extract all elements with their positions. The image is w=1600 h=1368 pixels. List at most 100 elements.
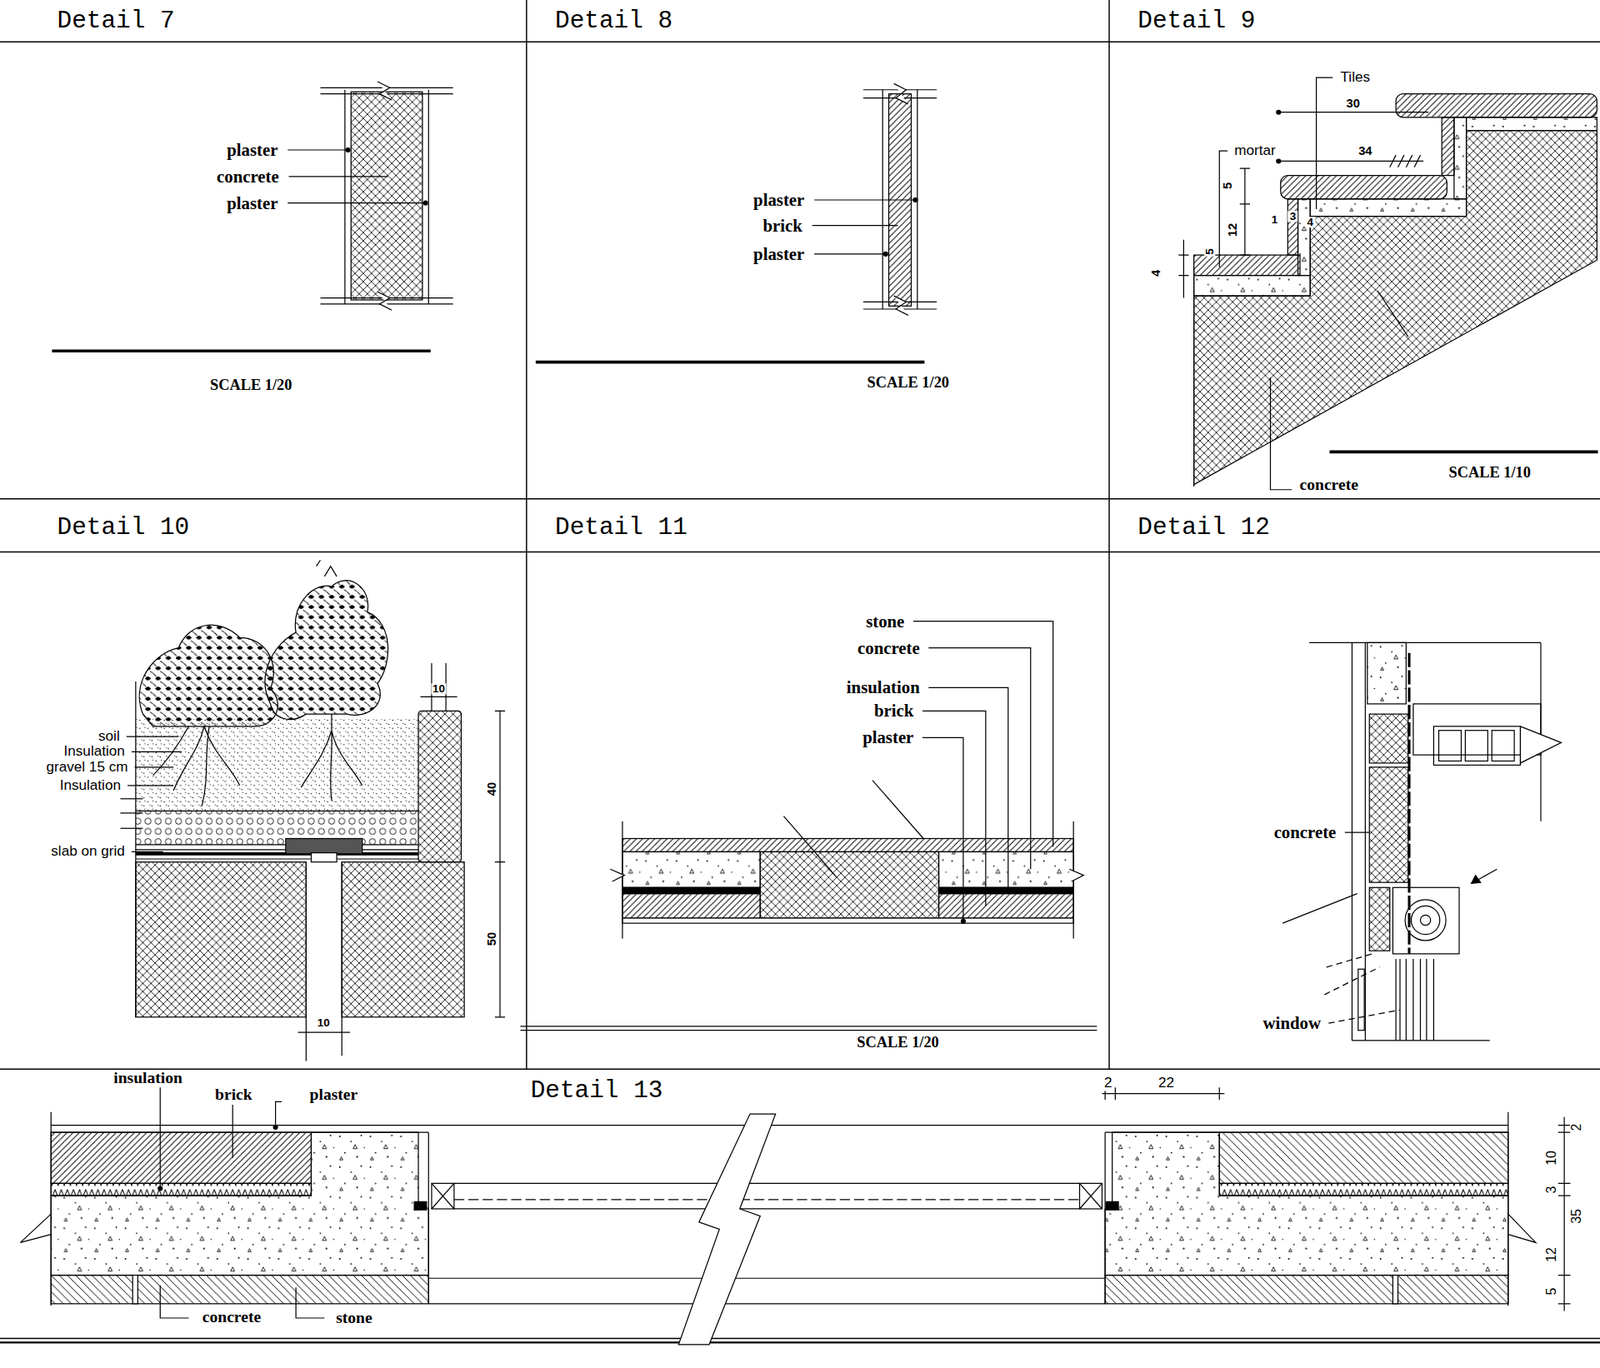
window-head-section [1282, 642, 1561, 1041]
line-art-circle [1410, 905, 1440, 935]
material-label: Tiles [1339, 70, 1373, 85]
line-art-rect [50, 1183, 311, 1196]
line-art-path [1558, 1125, 1571, 1305]
material-label: concrete [1272, 824, 1339, 842]
line-art-line [428, 1303, 1105, 1305]
material-label: window [1261, 1015, 1323, 1033]
line-art-circle [883, 251, 888, 256]
line-art-line [232, 1105, 234, 1159]
detail-title: Detail 11 [555, 515, 688, 542]
dimension-text: 5 [1545, 1286, 1559, 1298]
line-art-line [131, 851, 164, 853]
line-art-rect [1466, 117, 1598, 131]
line-art-path [1178, 255, 1189, 275]
line-art-line [1183, 240, 1185, 299]
line-art-line [0, 1068, 1600, 1070]
line-art-line [783, 816, 837, 878]
material-label: plaster [751, 191, 806, 210]
line-art-path [894, 83, 909, 104]
line-art-rect [1454, 117, 1467, 200]
detail-title: Detail 13 [530, 1078, 664, 1105]
line-art-line [0, 498, 1600, 500]
line-art-line [298, 1032, 350, 1034]
line-art-line [814, 199, 915, 200]
line-art-polyline [928, 648, 1030, 870]
line-art-path [377, 81, 392, 100]
line-art-rect [622, 851, 760, 888]
line-art-polyline [160, 1285, 189, 1319]
line-art-rect [1491, 730, 1515, 762]
material-label: concrete [855, 639, 922, 657]
line-art-rect [1219, 1183, 1509, 1196]
layer-label: gravel 15 cm [44, 760, 130, 775]
line-art-rect [1392, 1275, 1398, 1305]
line-art-polyline [928, 687, 1009, 890]
line-art-path [1471, 875, 1481, 885]
window-sill-section [20, 1087, 1570, 1345]
line-art-line [0, 1341, 1600, 1344]
line-art-line [135, 844, 419, 845]
line-art-rect [1369, 887, 1390, 951]
detail-title: Detail 12 [1137, 515, 1270, 542]
line-art-rect [1369, 714, 1409, 764]
line-art-rect [414, 1201, 427, 1210]
dimension-text: 35 [1570, 1207, 1584, 1226]
dimension-text: 2 [1102, 1076, 1115, 1091]
line-art-path [1240, 168, 1250, 255]
detail-title: Detail 9 [1137, 8, 1255, 35]
line-art-path [153, 726, 240, 807]
dimension-text: 22 [1156, 1076, 1176, 1091]
material-label: concrete [200, 1309, 263, 1326]
line-art-line [287, 149, 348, 150]
line-art-line [535, 360, 925, 365]
line-art-rect [1080, 1183, 1103, 1210]
line-art-line [520, 1025, 1097, 1027]
line-art-polygon [50, 1132, 429, 1275]
line-art-line [1101, 1093, 1225, 1095]
line-art-line [1507, 1112, 1509, 1307]
detail-title: Detail 10 [57, 515, 190, 542]
line-art-line [0, 1338, 1600, 1340]
line-art-line [1326, 954, 1373, 968]
line-art-polyline [913, 621, 1054, 848]
line-art-line [1108, 0, 1110, 1070]
line-art-line [420, 696, 457, 698]
line-art-rect [939, 851, 1075, 888]
line-art-line [135, 681, 136, 1018]
line-art-circle [423, 200, 428, 205]
material-label: plaster [308, 1086, 360, 1104]
scale-note: SCALE 1/20 [855, 1035, 940, 1050]
line-art-rect [1280, 175, 1448, 200]
stair-section [1178, 77, 1598, 490]
line-art-line [135, 849, 419, 850]
line-art-rect [1310, 199, 1466, 217]
line-art-line [305, 862, 307, 1057]
line-art-line [50, 1112, 52, 1307]
line-art-line [120, 798, 143, 800]
line-art-line [1471, 869, 1498, 884]
line-art-line [131, 751, 182, 753]
line-art-rect [135, 862, 306, 1018]
line-art-line [120, 828, 143, 830]
line-art-rect [50, 1132, 311, 1184]
line-art-path [20, 1214, 51, 1243]
material-label: brick [872, 702, 915, 720]
line-art-rect [1392, 887, 1460, 955]
planter-section [120, 560, 505, 1061]
line-art-rect [135, 810, 419, 845]
dimension-text: 4 [1305, 216, 1315, 228]
line-art-line [287, 202, 425, 204]
material-label: concrete [215, 167, 281, 185]
line-art-rect [310, 853, 337, 863]
material-label: plaster [225, 141, 280, 160]
line-art-line [1309, 642, 1541, 644]
line-art-line [428, 90, 430, 305]
layer-label: Insulation [62, 745, 127, 760]
line-art-line [305, 1055, 307, 1061]
line-art-line [126, 735, 179, 737]
line-art-line [341, 862, 343, 1057]
dimension-text: 12 [1545, 1245, 1559, 1265]
material-label: brick [213, 1086, 255, 1104]
line-art-circle [158, 1186, 163, 1191]
